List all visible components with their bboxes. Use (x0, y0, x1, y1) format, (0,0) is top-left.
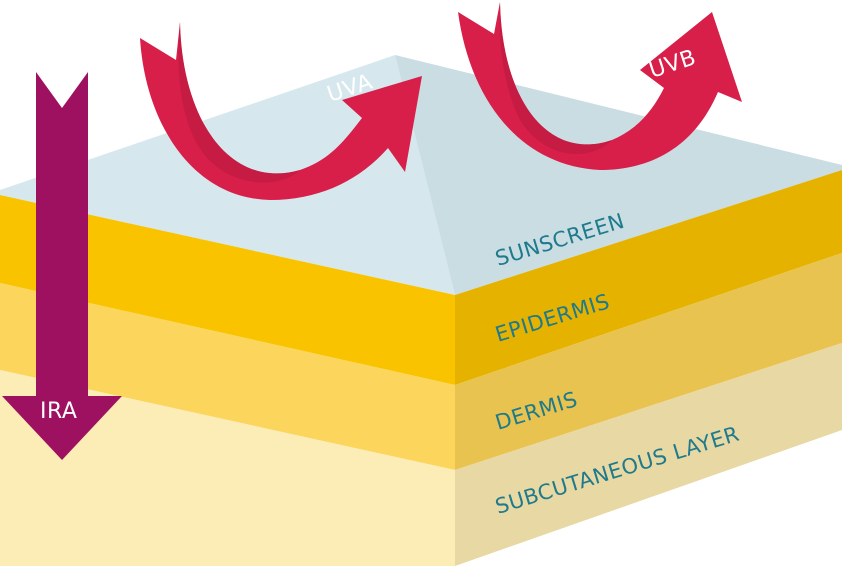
uvb-arrow-shading (499, 2, 612, 154)
ira-arrow-shape (2, 72, 122, 460)
dermis-side-face (455, 253, 842, 470)
epidermis-front-face (0, 195, 455, 385)
uva-arrow (140, 22, 422, 200)
subcutaneous-front-face (0, 370, 455, 566)
uva-arrow-shading (178, 22, 300, 183)
dermis-front-face (0, 283, 455, 470)
ira-arrow (2, 72, 122, 460)
epidermis-side-face (455, 170, 842, 385)
subcutaneous-side-face (455, 343, 842, 566)
ira-label: IRA (40, 399, 77, 424)
uvb-arrow (458, 2, 742, 170)
